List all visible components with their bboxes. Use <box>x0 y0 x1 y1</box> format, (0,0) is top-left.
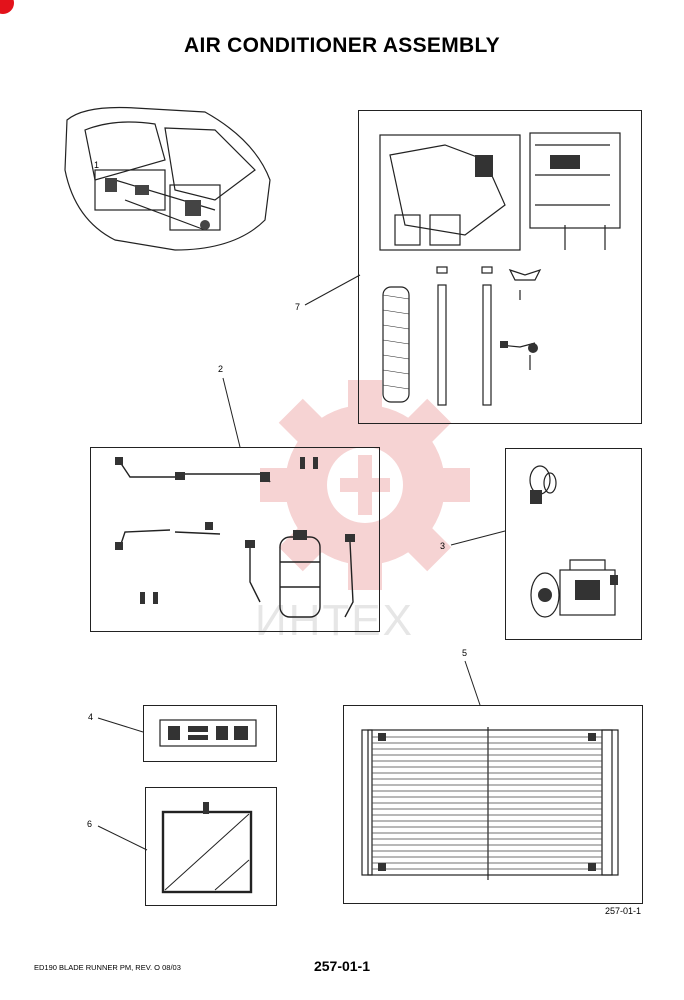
filter-illustration <box>161 802 253 894</box>
leader-line-7 <box>304 274 361 306</box>
leader-line-2 <box>222 377 241 448</box>
machine-overview-illustration <box>64 106 271 251</box>
page-title: AIR CONDITIONER ASSEMBLY <box>183 34 500 57</box>
condenser-illustration <box>361 727 619 880</box>
callout-2: 2 <box>218 364 224 374</box>
compressor-illustration <box>529 465 618 618</box>
evaporator-assembly-box <box>358 110 642 424</box>
hose-kit-box <box>90 447 380 632</box>
watermark-gear-icon <box>260 380 470 590</box>
leader-line-4 <box>97 717 144 733</box>
callout-5: 5 <box>462 648 468 658</box>
figure-reference: 257-01-1 <box>605 906 642 916</box>
callout-3: 3 <box>440 541 446 551</box>
evaporator-assembly-illustration <box>379 132 621 406</box>
control-panel-box <box>143 705 277 762</box>
control-panel-illustration <box>159 719 257 747</box>
page-number: 257-01-1 <box>313 958 371 974</box>
callout-4: 4 <box>88 712 94 722</box>
footer-manual-revision: ED190 BLADE RUNNER PM, REV. O 08/03 <box>34 963 181 972</box>
leader-line-5 <box>464 660 481 706</box>
hose-kit-illustration <box>115 457 355 618</box>
corner-mark-icon <box>0 0 14 14</box>
leader-line-6 <box>97 825 148 851</box>
callout-6: 6 <box>87 819 93 829</box>
leader-line-3 <box>450 530 506 546</box>
callout-7: 7 <box>295 302 301 312</box>
filter-box <box>145 787 277 906</box>
callout-1: 1 <box>94 160 100 170</box>
condenser-box <box>343 705 643 904</box>
compressor-box <box>505 448 642 640</box>
watermark-text: ИНТЕХ <box>255 596 414 645</box>
